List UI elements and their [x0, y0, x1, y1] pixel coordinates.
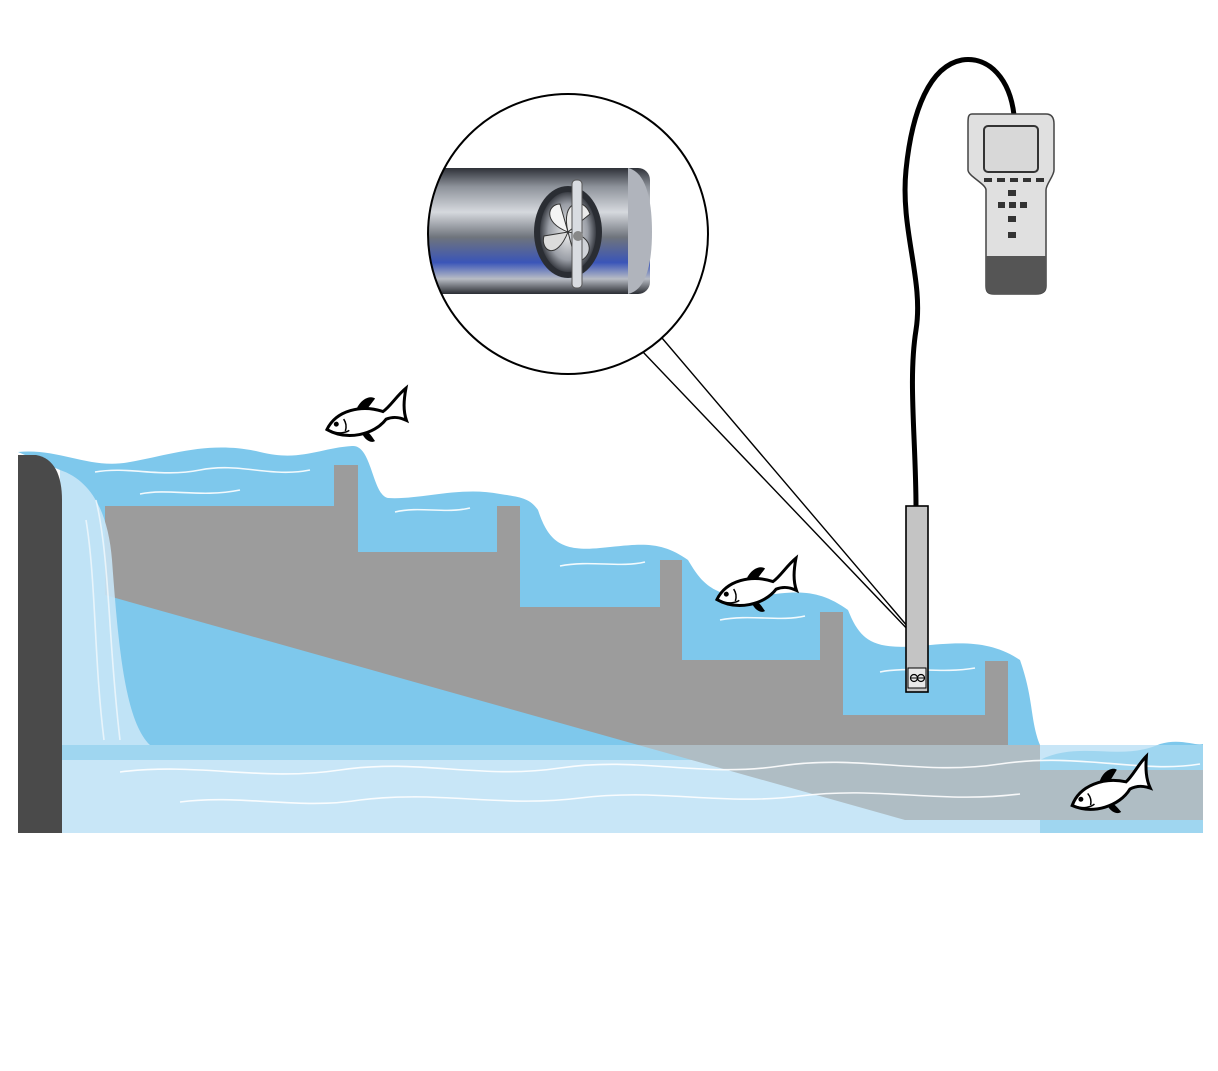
meter-keypad	[984, 178, 1044, 238]
lower-water-overlay	[60, 745, 1203, 833]
waterfall-curtain	[60, 470, 150, 745]
probe-cable	[902, 57, 1017, 511]
weir-wall	[18, 455, 62, 833]
handheld-meter-icon	[967, 113, 1055, 295]
meter-screen	[983, 125, 1039, 173]
wave-lines	[85, 466, 1201, 805]
magnifier-pointer-lines	[642, 337, 915, 635]
stepped-concrete-ladder	[105, 465, 1203, 820]
flow-probe-icon	[905, 505, 929, 693]
propeller-sensor-magnifier-icon	[427, 93, 709, 375]
